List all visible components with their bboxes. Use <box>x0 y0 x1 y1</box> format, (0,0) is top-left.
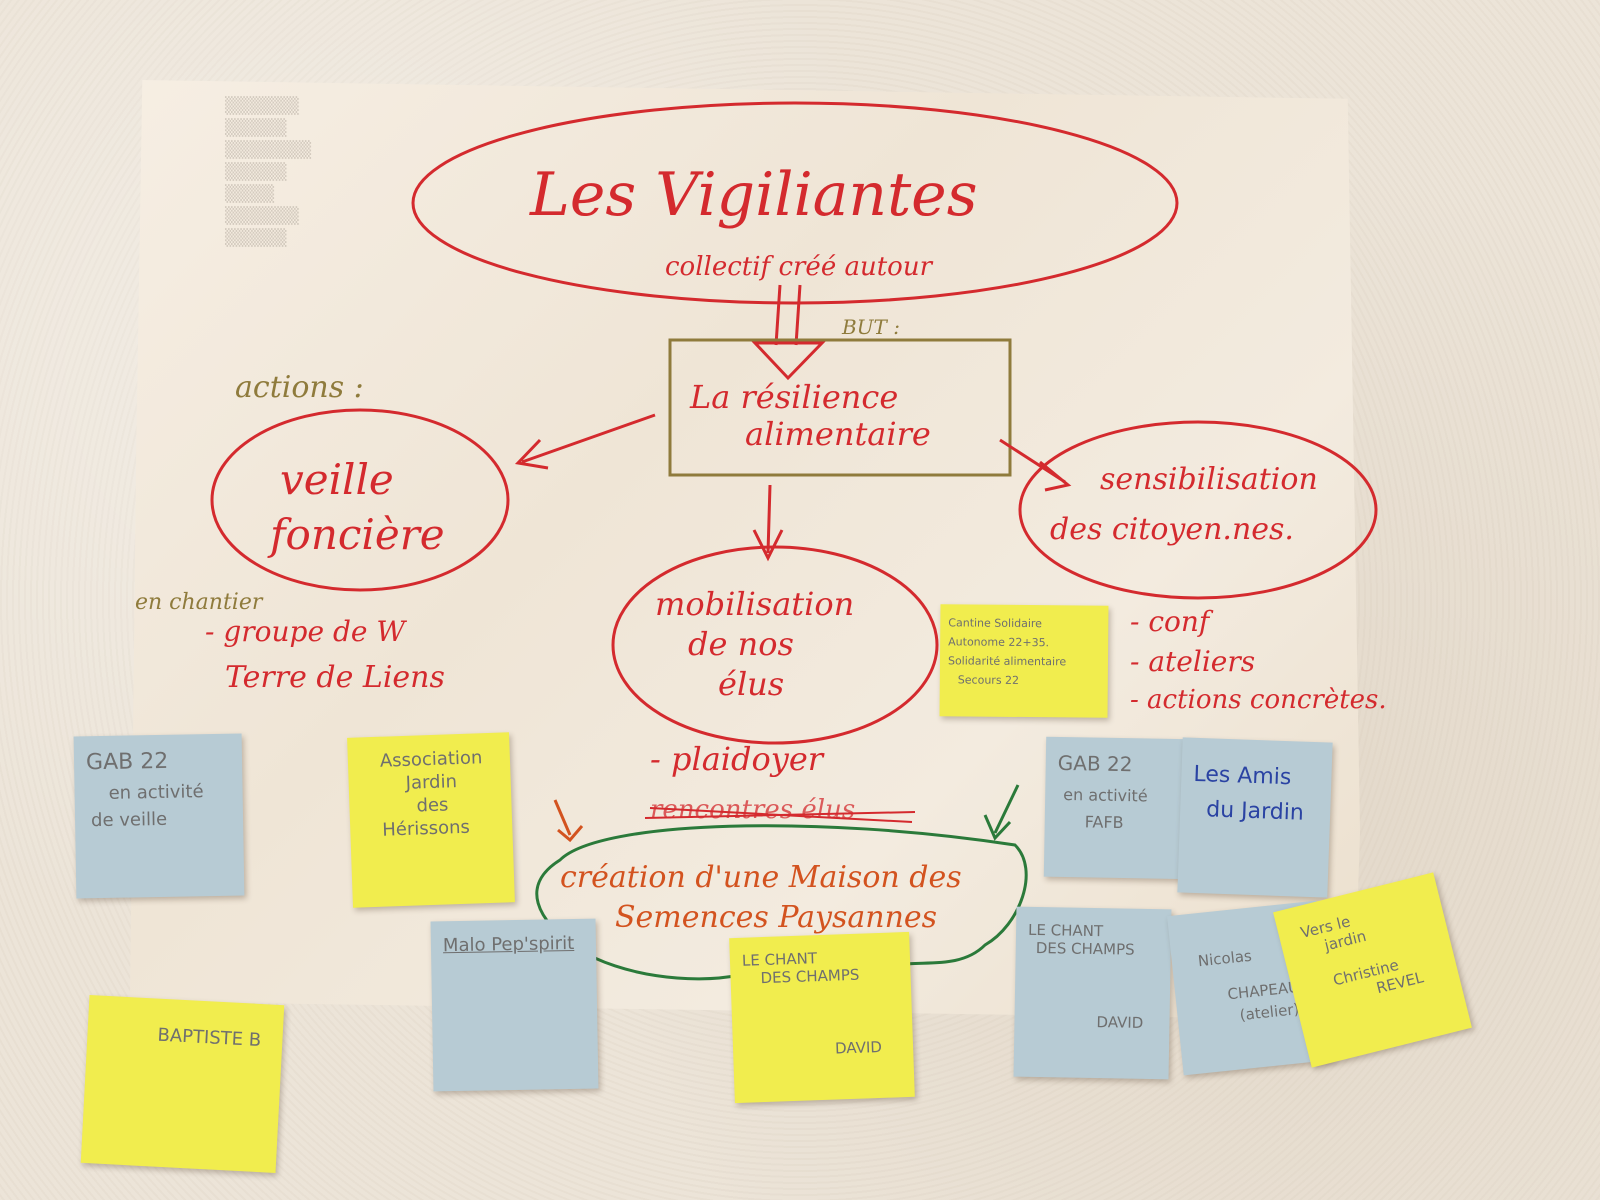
sensibilisation-line1: sensibilisation <box>1100 462 1318 497</box>
ghost-text: ▒▒▒▒▒▒▒▒▒▒▒▒▒▒▒▒▒▒▒▒▒▒▒▒▒▒▒▒▒▒▒▒▒▒▒▒▒▒ <box>225 96 312 247</box>
arrow-green <box>983 784 1020 841</box>
scratched-text: rencontres élus <box>650 795 856 825</box>
sensibilisation-line2: des citoyen.nes. <box>1050 512 1294 547</box>
sticky-note-baptiste: BAPTISTE B <box>80 995 285 1173</box>
arrow-goal-to-sensibilisation <box>999 438 1072 492</box>
terre-de-liens: Terre de Liens <box>225 660 445 695</box>
sticky-note-chant-champs-yellow: LE CHANT DES CHAMPS DAVID <box>729 931 915 1104</box>
poster-subtitle: collectif créé autour <box>665 252 932 282</box>
sticky-note-cantine: Cantine Solidaire Autonome 22+35. Solida… <box>939 604 1109 718</box>
veille-note-olive: en chantier <box>135 590 263 615</box>
sticky-note-gab22-fafb: GAB 22 en activité FAFB <box>1043 736 1197 880</box>
goal-box <box>668 338 1012 477</box>
sticky-note-gab22: GAB 22 en activité de veille <box>73 733 245 899</box>
veille-line2: foncière <box>270 510 445 559</box>
mobilisation-line1: mobilisation <box>655 585 855 623</box>
arrow-orange <box>553 799 584 843</box>
arrow-title-to-goal <box>751 284 826 381</box>
but-label: BUT : <box>842 315 900 339</box>
title-bubble <box>411 101 1179 305</box>
sticky-note-malo: Malo Pep'spirit <box>430 918 599 1092</box>
mobilisation-line3: élus <box>718 665 785 703</box>
sticky-note-jardin-herissons: Association Jardin des Hérissons <box>347 732 515 908</box>
plaidoyer: - plaidoyer <box>650 740 824 778</box>
sensib-item-1: - conf <box>1130 605 1210 638</box>
sensib-item-2: - ateliers <box>1130 645 1256 678</box>
sticky-note-amis-jardin: Les Amis du Jardin <box>1177 737 1333 898</box>
maison-line2: Semences Paysannes <box>615 900 938 935</box>
veille-line1: veille <box>280 455 394 504</box>
veille-bubble <box>210 408 510 592</box>
sensibilisation-bubble <box>1018 420 1378 600</box>
strike-line <box>644 807 916 823</box>
goal-line2: alimentaire <box>745 415 931 453</box>
arrow-goal-to-veille <box>514 413 656 470</box>
mobilisation-line2: de nos <box>688 625 794 663</box>
actions-label: actions : <box>235 370 364 405</box>
poster-title: Les Vigiliantes <box>530 160 978 230</box>
maison-line1: création d'une Maison des <box>560 860 962 895</box>
goal-line1: La résilience <box>690 378 899 416</box>
sticky-note-chant-champs-blue: LE CHANT DES CHAMPS DAVID <box>1013 906 1172 1080</box>
veille-note-red: - groupe de W <box>205 615 406 648</box>
sensib-item-3: - actions concrètes. <box>1130 685 1387 715</box>
arrow-goal-to-mobilisation <box>752 484 784 562</box>
